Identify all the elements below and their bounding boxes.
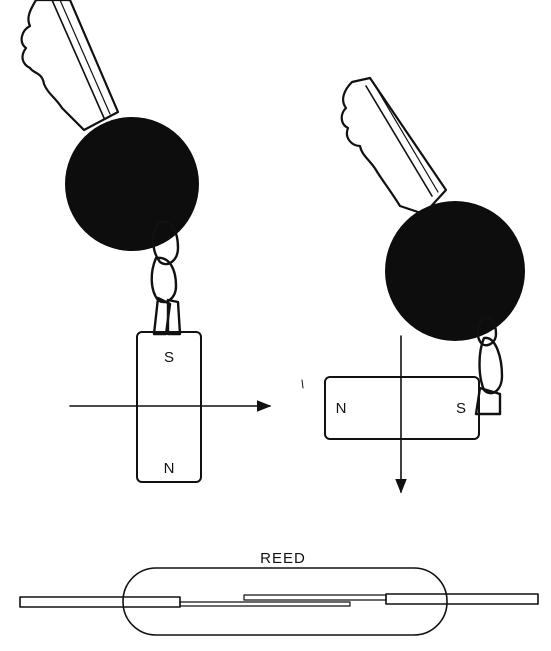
reed-left-lead [19, 596, 181, 608]
right-bar-magnet: N S [324, 376, 480, 440]
stray-mark [301, 379, 304, 389]
right-chain [474, 316, 504, 416]
left-magnet-bottom-pole: N [164, 460, 175, 477]
left-bar-magnet: S N [136, 331, 202, 483]
reed-left-blade [179, 601, 351, 607]
right-key-groove-2 [373, 83, 439, 193]
right-key-groove [365, 85, 433, 197]
reed-right-lead [385, 593, 539, 605]
left-key-groove [51, 0, 105, 119]
left-key [20, 0, 199, 336]
left-key-groove-2 [59, 0, 111, 115]
right-key-fob [385, 201, 525, 341]
left-magnet-top-pole: S [164, 349, 174, 366]
right-magnet-left-pole: N [336, 400, 347, 417]
left-key-blade [20, 0, 120, 132]
reed-right-blade [243, 594, 387, 601]
reed-switch: REED [19, 550, 539, 636]
reed-label: REED [260, 550, 306, 567]
right-key [340, 76, 525, 416]
left-key-fob [65, 117, 199, 251]
left-chain [150, 220, 182, 336]
right-magnet-right-pole: S [456, 400, 466, 417]
left-magnet-body [136, 331, 202, 483]
reed-glass-envelope [122, 567, 448, 636]
right-key-blade [340, 76, 448, 216]
right-magnet-body [324, 376, 480, 440]
